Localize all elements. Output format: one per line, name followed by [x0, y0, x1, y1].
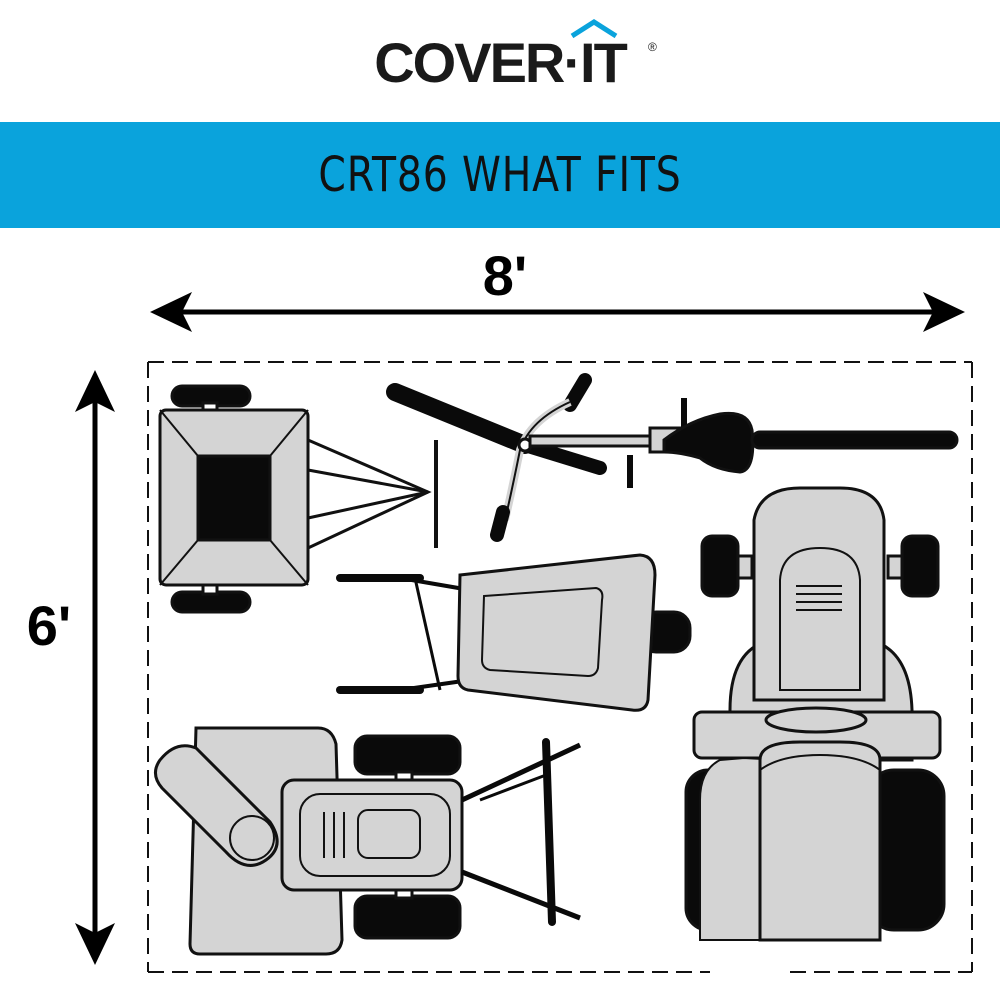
width-arrow-icon: [150, 292, 965, 332]
lawn-aerator-icon: [386, 373, 607, 542]
garden-cart-icon: [158, 384, 438, 614]
wheelbarrow-icon: [336, 553, 692, 712]
height-arrow-icon: [75, 370, 115, 965]
logo-text: COVER·IT: [374, 31, 628, 94]
logo-roof-icon: [570, 19, 618, 39]
snow-blower-icon: [154, 726, 582, 956]
string-trimmer-icon: [528, 398, 959, 488]
cover-outline: [147, 361, 973, 973]
height-dimension-label: 6': [26, 594, 72, 657]
title-banner: CRT86 WHAT FITS: [0, 122, 1000, 228]
width-dimension-label: 8': [482, 244, 528, 307]
brand-logo: COVER·IT ®: [0, 0, 1000, 122]
riding-mower-icon: [684, 486, 946, 942]
banner-title: CRT86 WHAT FITS: [318, 147, 682, 203]
registered-mark: ®: [648, 40, 657, 54]
